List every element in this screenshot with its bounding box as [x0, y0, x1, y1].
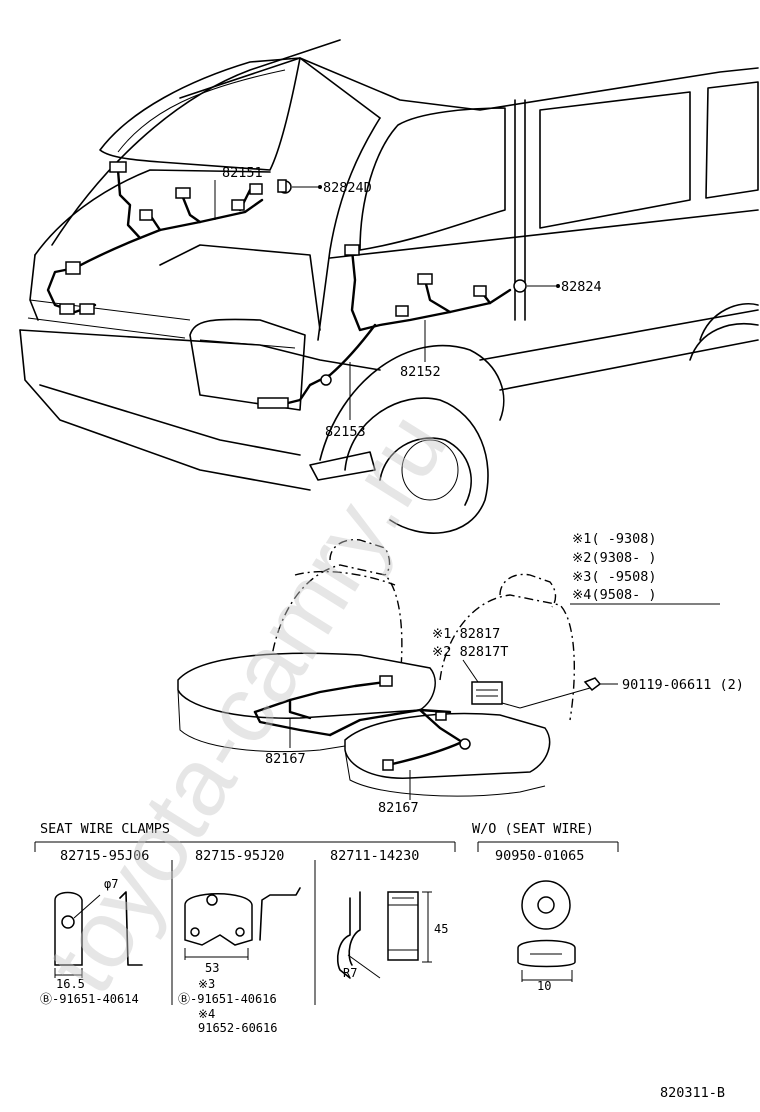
- callout-82824d: 82824D: [323, 180, 372, 196]
- van-illustration: [19, 39, 759, 534]
- clamps-title: SEAT WIRE CLAMPS: [40, 821, 170, 837]
- callout-82817: ※1 82817: [432, 626, 500, 642]
- legend-line-4: ※4(9508- ): [572, 587, 656, 603]
- wo-seat-wire-section: W/O (SEAT WIRE) 90950-01065 10: [472, 821, 619, 993]
- dim-phi7: φ7: [104, 877, 118, 891]
- legend-line-2: ※2(9308- ): [572, 550, 656, 566]
- dim-r7: R7: [343, 966, 357, 980]
- clamp-part-3: 82711-14230: [330, 848, 419, 864]
- callout-82167-right: 82167: [378, 800, 419, 816]
- diagram-code: 820311-B: [660, 1085, 725, 1101]
- callout-82152: 82152: [400, 364, 441, 380]
- clamp-part-1: 82715-95J06: [60, 848, 149, 864]
- wo-part: 90950-01065: [495, 848, 584, 864]
- seat-leader-lines: [289, 659, 618, 800]
- van-leader-lines: [214, 180, 560, 420]
- seat-wire-harness: [253, 675, 471, 771]
- van-wire-harness: [46, 161, 527, 409]
- note-4: ※4: [198, 1007, 215, 1021]
- legend-box: ※1( -9308) ※2(9308- ) ※3( -9508) ※4(9508…: [570, 531, 720, 605]
- note-3: ※3: [198, 977, 215, 991]
- legend-line-3: ※3( -9508): [572, 569, 656, 585]
- callout-82824: 82824: [561, 279, 602, 295]
- dim-16-5: 16.5: [56, 977, 85, 991]
- callout-82151: 82151: [222, 165, 263, 181]
- wo-title: W/O (SEAT WIRE): [472, 821, 594, 837]
- bolt-91651-40616: Ⓑ-91651-40616: [178, 992, 277, 1006]
- bolt-91652-60616: 91652-60616: [198, 1021, 277, 1035]
- wo-dim-10: 10: [537, 979, 551, 993]
- callout-82167-left: 82167: [265, 751, 306, 767]
- callout-82817t: ※2 82817T: [432, 644, 508, 660]
- dim-53: 53: [205, 961, 219, 975]
- callout-82153: 82153: [325, 424, 366, 440]
- dim-45: 45: [434, 922, 448, 936]
- clamp-part-2: 82715-95J20: [195, 848, 284, 864]
- callout-90119: 90119-06611 (2): [622, 677, 744, 693]
- seat-wire-clamps-section: SEAT WIRE CLAMPS 82715-95J06 82715-95J20…: [34, 821, 456, 1005]
- legend-line-1: ※1( -9308): [572, 531, 656, 547]
- bolt-91651-40614: Ⓑ-91651-40614: [40, 992, 139, 1006]
